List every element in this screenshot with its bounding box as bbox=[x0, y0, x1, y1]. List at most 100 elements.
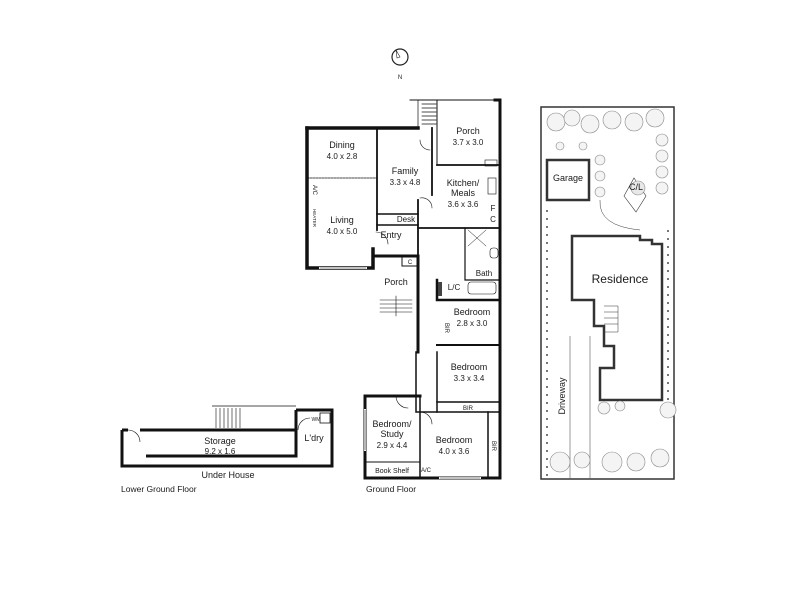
lower-wall-top bbox=[120, 408, 334, 468]
garage-label: Garage bbox=[553, 173, 583, 183]
porch-rear-size: 3.7 x 3.0 bbox=[453, 138, 484, 147]
site-plan bbox=[540, 106, 675, 480]
residence-outline bbox=[570, 234, 664, 402]
door-arc-study bbox=[395, 395, 409, 409]
garage-outline bbox=[545, 158, 591, 202]
lower-floor-caption: Lower Ground Floor bbox=[121, 484, 197, 494]
lc-cupboard bbox=[438, 282, 442, 296]
kitchen-sink bbox=[484, 159, 498, 167]
book-shelf-label: Book Shelf bbox=[375, 468, 409, 475]
c-label-2: C bbox=[490, 215, 496, 224]
wm-label: WM bbox=[312, 417, 321, 423]
tree-icon bbox=[624, 112, 644, 132]
bed3-name: Bedroom bbox=[436, 435, 473, 445]
tree-icon bbox=[601, 451, 623, 473]
bath-label: Bath bbox=[476, 269, 492, 278]
tree-icon bbox=[650, 448, 670, 468]
ground-floor-caption: Ground Floor bbox=[366, 484, 416, 494]
study-name-1: Bedroom/ bbox=[372, 419, 412, 429]
bed3-size: 4.0 x 3.6 bbox=[439, 447, 470, 456]
tree-icon bbox=[594, 170, 606, 182]
stairs-residence bbox=[604, 305, 619, 333]
bir-label-3: BIR bbox=[490, 441, 496, 452]
wall-bed3 bbox=[419, 395, 489, 479]
compass-north-label: N bbox=[398, 75, 402, 81]
dining-size: 4.0 x 2.8 bbox=[327, 152, 358, 161]
ac-label-2: A/C bbox=[421, 468, 432, 474]
stairs-front bbox=[379, 295, 413, 317]
window-study-line bbox=[363, 409, 367, 451]
kitchen-name-1: Kitchen/ bbox=[447, 178, 480, 188]
residence-label: Residence bbox=[592, 272, 649, 286]
site-boundary bbox=[540, 106, 675, 480]
tree-icon bbox=[549, 451, 571, 473]
compass: N bbox=[391, 48, 409, 81]
clothesline bbox=[623, 177, 647, 213]
tree-icon bbox=[578, 141, 588, 151]
bed1-size: 2.8 x 3.0 bbox=[457, 319, 488, 328]
storage-name: Storage bbox=[204, 436, 236, 446]
tree-icon bbox=[563, 109, 581, 127]
outer-wall-bedroom-left bbox=[415, 351, 438, 413]
tree-icon bbox=[659, 401, 677, 419]
bir-label-2: BIR bbox=[463, 406, 474, 412]
tree-icon bbox=[555, 141, 565, 151]
study-size: 2.9 x 4.4 bbox=[377, 441, 408, 450]
driveway-edge bbox=[569, 336, 591, 478]
door-arc-entry bbox=[375, 231, 389, 245]
door-arc-bed3 bbox=[419, 411, 433, 425]
window-living-line bbox=[319, 266, 367, 270]
site-plan-labels: Residence Garage C/L Driveway bbox=[553, 173, 649, 415]
f-label: F bbox=[491, 204, 496, 213]
kitchen-name-2: Meals bbox=[451, 188, 476, 198]
storage-size: 9.2 x 1.6 bbox=[205, 447, 236, 456]
study-name-2: Study bbox=[380, 429, 404, 439]
tree-icon bbox=[594, 186, 606, 198]
porch-front-label: Porch bbox=[384, 277, 408, 287]
c-label-1: C bbox=[408, 260, 413, 266]
tree-icon bbox=[594, 154, 606, 166]
tree-icon bbox=[630, 180, 646, 196]
bed2-size: 3.3 x 3.4 bbox=[454, 374, 485, 383]
bed2-name: Bedroom bbox=[451, 362, 488, 372]
kitchen-size: 3.6 x 3.6 bbox=[448, 200, 479, 209]
stairs-rear bbox=[417, 99, 437, 129]
tree-icon bbox=[573, 451, 591, 469]
under-house-label: Under House bbox=[201, 470, 254, 480]
porch-rear-name: Porch bbox=[456, 126, 480, 136]
dining-name: Dining bbox=[329, 140, 355, 150]
wall-bed2 bbox=[436, 401, 501, 413]
kitchen-cooktop bbox=[487, 177, 497, 195]
ac-label-1: A/C bbox=[311, 185, 317, 196]
laundry-tub bbox=[319, 412, 331, 424]
ground-floor-labels: Dining 4.0 x 2.8 Family 3.3 x 4.8 Porch … bbox=[311, 126, 496, 494]
site-trees bbox=[546, 108, 677, 473]
family-size: 3.3 x 4.8 bbox=[390, 178, 421, 187]
laundry-door-arc bbox=[297, 417, 311, 431]
tree-icon bbox=[580, 114, 600, 134]
tree-icon bbox=[645, 108, 665, 128]
path-garage bbox=[599, 199, 641, 231]
tree-icon bbox=[655, 149, 669, 163]
family-name: Family bbox=[392, 166, 419, 176]
tree-icon bbox=[626, 452, 646, 472]
north-arrow-half-icon bbox=[395, 49, 401, 59]
wall-desk bbox=[376, 213, 419, 226]
wall-c-closet bbox=[401, 255, 419, 267]
compass-circle bbox=[391, 48, 409, 66]
toilet bbox=[489, 247, 499, 259]
window-bed3-line bbox=[439, 476, 481, 480]
tree-icon bbox=[602, 110, 622, 130]
lower-door-arc bbox=[127, 429, 141, 443]
bath-tub bbox=[467, 281, 497, 295]
entry-label: Entry bbox=[380, 230, 402, 240]
lower-stairs bbox=[215, 408, 241, 428]
cl-label: C/L bbox=[629, 182, 643, 192]
laundry-label: L'dry bbox=[304, 433, 324, 443]
lower-floor-plan bbox=[120, 405, 334, 468]
lower-floor-labels: Storage 9.2 x 1.6 L'dry WM Under House L… bbox=[121, 417, 324, 494]
wall-bath bbox=[464, 227, 501, 281]
tree-icon bbox=[597, 401, 611, 415]
bed1-name: Bedroom bbox=[454, 307, 491, 317]
